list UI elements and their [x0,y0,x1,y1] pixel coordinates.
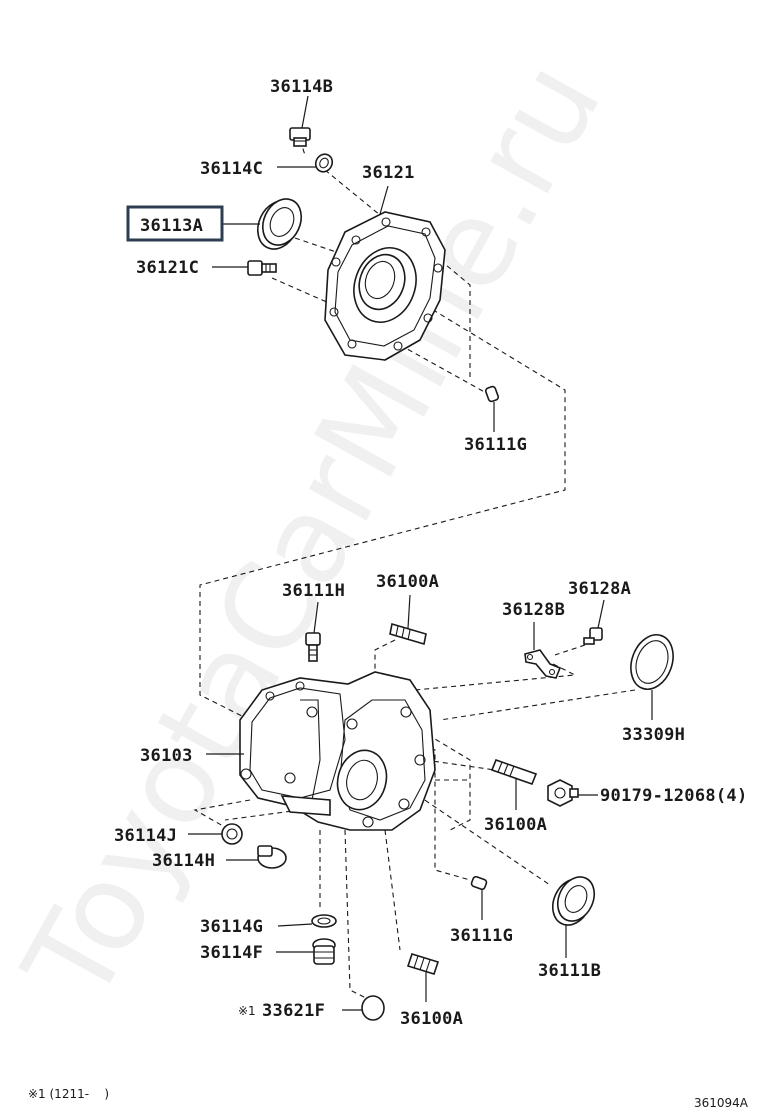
label-36111H[interactable]: 36111H [282,581,345,601]
leader-36114B [301,95,309,129]
leader-36128A [597,599,605,629]
part-90179-nut[interactable] [547,779,579,807]
part-36100A-stud-bottom[interactable] [406,953,440,975]
leader-36100A-top [407,594,411,629]
part-36121-cover[interactable] [324,211,446,361]
part-36111H-breather[interactable] [305,632,321,662]
label-36114F[interactable]: 36114F [200,943,263,963]
label-36114J[interactable]: 36114J [114,826,177,846]
label-36111B[interactable]: 36111B [538,961,601,981]
label-36100A-bottom[interactable]: 36100A [400,1009,463,1029]
part-36100A-stud-top[interactable] [389,622,427,646]
label-36121C[interactable]: 36121C [136,258,199,278]
leader-36114G [277,923,313,927]
part-36103-transfer-case[interactable] [239,671,436,831]
label-36111G-top[interactable]: 36111G [464,435,527,455]
part-36111B-oil-seal[interactable] [546,871,602,931]
part-36114B-plug[interactable] [289,127,311,147]
label-90179-12068[interactable]: 90179-12068(4) [600,786,748,806]
watermark: ToyotaCarMine.ru [0,40,629,1025]
label-33309H[interactable]: 33309H [622,725,685,745]
label-36114B[interactable]: 36114B [270,77,333,97]
part-36100A-stud-mid[interactable] [490,758,538,786]
label-36121[interactable]: 36121 [362,163,415,183]
part-36128A-bolt[interactable] [583,627,603,645]
label-36113A[interactable]: 36113A [140,216,203,236]
footnote: ※1 (1211- ) [28,1087,109,1101]
label-36111G-bottom[interactable]: 36111G [450,926,513,946]
highlight-box [126,205,224,242]
leader-36121 [379,185,389,215]
part-36114F-plug[interactable] [312,938,336,965]
part-33621F-o-ring[interactable] [361,995,385,1021]
label-36114H[interactable]: 36114H [152,851,215,871]
note-mark: ※1 [238,1004,256,1018]
part-36114G-washer[interactable] [311,914,337,928]
label-36128B[interactable]: 36128B [502,600,565,620]
label-36103[interactable]: 36103 [140,746,193,766]
label-36100A-top[interactable]: 36100A [376,572,439,592]
part-36114H-plug[interactable] [257,845,287,869]
part-36128B-bracket[interactable] [524,649,562,679]
label-36128A[interactable]: 36128A [568,579,631,599]
part-33309H-ring[interactable] [624,629,681,695]
part-36111G-pin-top[interactable] [484,385,500,403]
part-36114J-washer[interactable] [221,823,243,845]
label-36114C[interactable]: 36114C [200,159,263,179]
part-36111G-pin-bottom[interactable] [470,875,488,891]
leader-36111H [313,601,319,634]
label-36100A-mid[interactable]: 36100A [484,815,547,835]
label-33621F[interactable]: 33621F [262,1001,325,1021]
label-36114G[interactable]: 36114G [200,917,263,937]
part-36121C-bolt[interactable] [247,260,277,276]
part-36114C-washer[interactable] [313,151,336,175]
part-36113A-oil-seal[interactable] [250,193,308,256]
diagram-id: 361094A [694,1096,749,1110]
